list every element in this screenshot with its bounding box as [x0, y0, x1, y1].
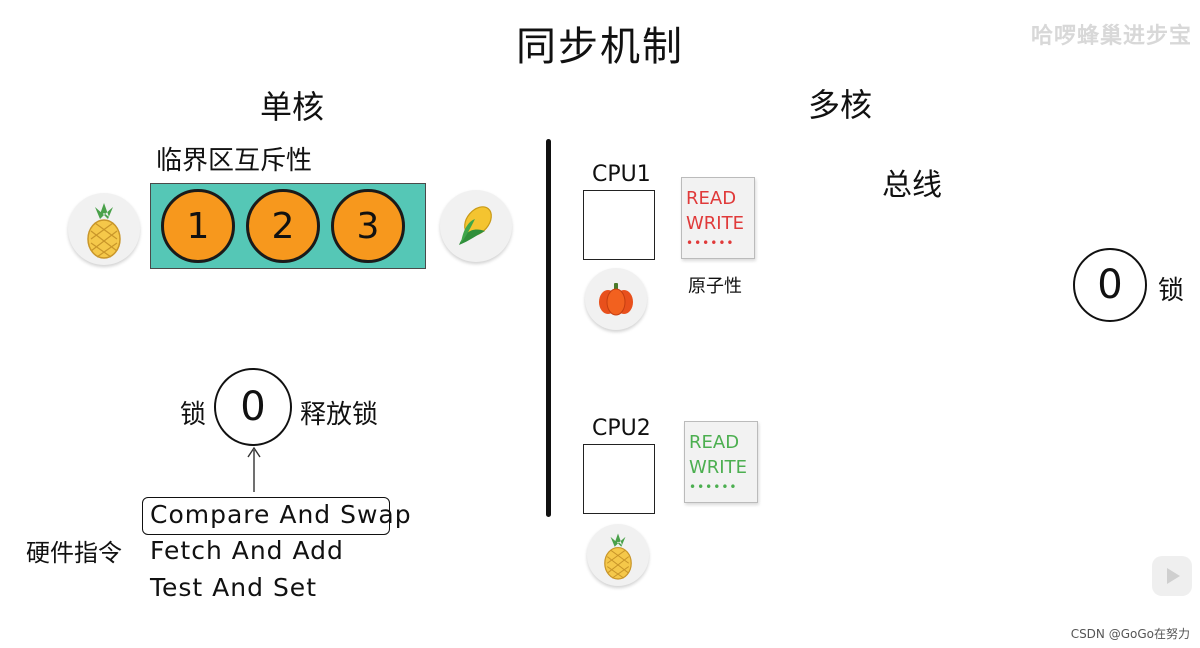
- corn-icon: [459, 206, 492, 245]
- watermark: 哈啰蜂巢进步宝: [1030, 24, 1192, 49]
- multi-core-lock-label: 锁: [1158, 276, 1185, 306]
- multi-core-lock-circle: 0: [1073, 248, 1147, 322]
- cpu1-read-op: READ: [686, 188, 737, 209]
- lock-label: 锁: [180, 400, 207, 430]
- cpu2-write-op: WRITE: [689, 457, 747, 478]
- cpu2-dots: ••••••: [689, 480, 738, 494]
- up-arrow: [247, 446, 261, 492]
- play-icon: [1167, 568, 1180, 584]
- cpu1-ops-paper: READ WRITE ••••••: [681, 177, 755, 259]
- cpu2-box: [583, 444, 655, 514]
- instruction-tas: Test And Set: [150, 573, 317, 602]
- atomicity-label: 原子性: [688, 276, 742, 297]
- pumpkin-icon: [599, 283, 633, 316]
- single-core-lock-circle: 0: [214, 368, 292, 446]
- cpu2-read-op: READ: [689, 432, 740, 453]
- pineapple-icon: [604, 533, 632, 580]
- single-core-heading: 单核: [260, 88, 325, 126]
- page-title: 同步机制: [516, 24, 684, 70]
- cpu1-box: [583, 190, 655, 260]
- instruction-cas: Compare And Swap: [150, 500, 412, 529]
- slot-1: 1: [161, 189, 235, 263]
- pineapple-avatar-left: [68, 193, 140, 265]
- slot-2: 2: [246, 189, 320, 263]
- play-button[interactable]: [1152, 556, 1192, 596]
- critical-section: 1 2 3: [150, 183, 426, 269]
- bus-label: 总线: [882, 168, 942, 203]
- cpu2-label: CPU2: [592, 416, 651, 441]
- hardware-instruction-label: 硬件指令: [26, 539, 122, 567]
- cas-highlight-box: [142, 497, 390, 535]
- release-lock-label: 释放锁: [300, 400, 379, 430]
- pumpkin-avatar: [585, 268, 647, 330]
- credit-text: CSDN @GoGo在努力: [1070, 627, 1190, 641]
- section-divider: [546, 139, 551, 517]
- cpu1-dots: ••••••: [686, 236, 735, 250]
- critical-section-label: 临界区互斥性: [156, 146, 313, 176]
- pineapple-icon: [87, 203, 121, 259]
- instruction-faa: Fetch And Add: [150, 536, 344, 565]
- pineapple-avatar-cpu2: [587, 524, 649, 586]
- cpu1-write-op: WRITE: [686, 213, 744, 234]
- corn-avatar: [440, 190, 512, 262]
- multi-core-heading: 多核: [808, 86, 873, 124]
- cpu1-label: CPU1: [592, 162, 651, 187]
- slot-3: 3: [331, 189, 405, 263]
- cpu2-ops-paper: READ WRITE ••••••: [684, 421, 758, 503]
